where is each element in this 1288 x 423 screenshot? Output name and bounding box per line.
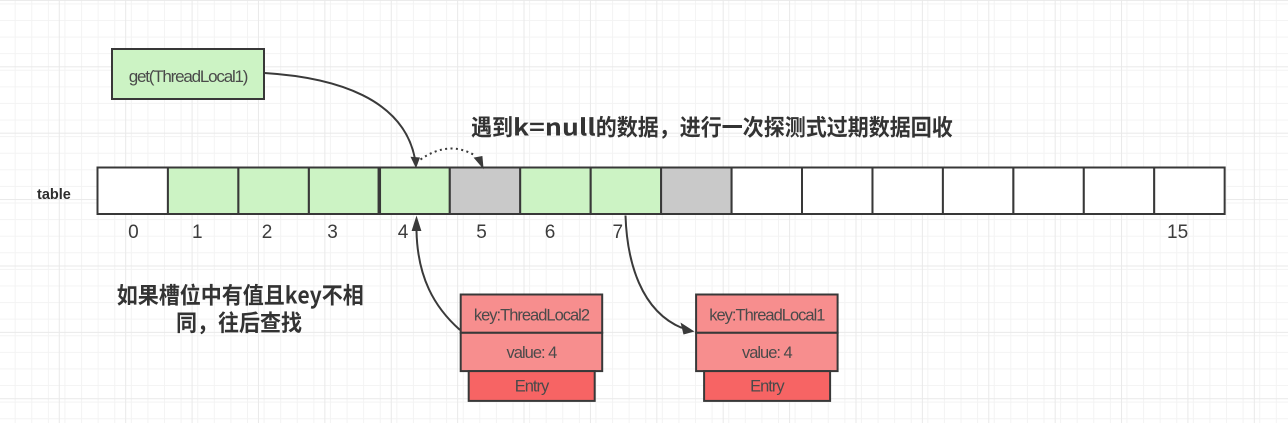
svg-text:3: 3 bbox=[327, 222, 338, 243]
svg-text:4: 4 bbox=[398, 222, 409, 243]
svg-text:Entry: Entry bbox=[515, 378, 550, 396]
svg-text:Entry: Entry bbox=[750, 378, 785, 396]
svg-text:table: table bbox=[37, 187, 71, 203]
svg-text:get(ThreadLocal1): get(ThreadLocal1) bbox=[129, 67, 248, 86]
svg-text:2: 2 bbox=[262, 222, 273, 243]
svg-text:6: 6 bbox=[545, 222, 556, 243]
svg-text:7: 7 bbox=[613, 222, 624, 243]
svg-text:1: 1 bbox=[192, 222, 203, 243]
svg-text:key:ThreadLocal1: key:ThreadLocal1 bbox=[709, 307, 825, 325]
svg-text:key:ThreadLocal2: key:ThreadLocal2 bbox=[474, 307, 590, 325]
svg-text:value: 4: value: 4 bbox=[507, 344, 558, 362]
svg-text:5: 5 bbox=[476, 222, 487, 243]
svg-text:15: 15 bbox=[1167, 222, 1188, 243]
svg-text:value: 4: value: 4 bbox=[742, 344, 793, 362]
svg-text:0: 0 bbox=[128, 222, 139, 243]
